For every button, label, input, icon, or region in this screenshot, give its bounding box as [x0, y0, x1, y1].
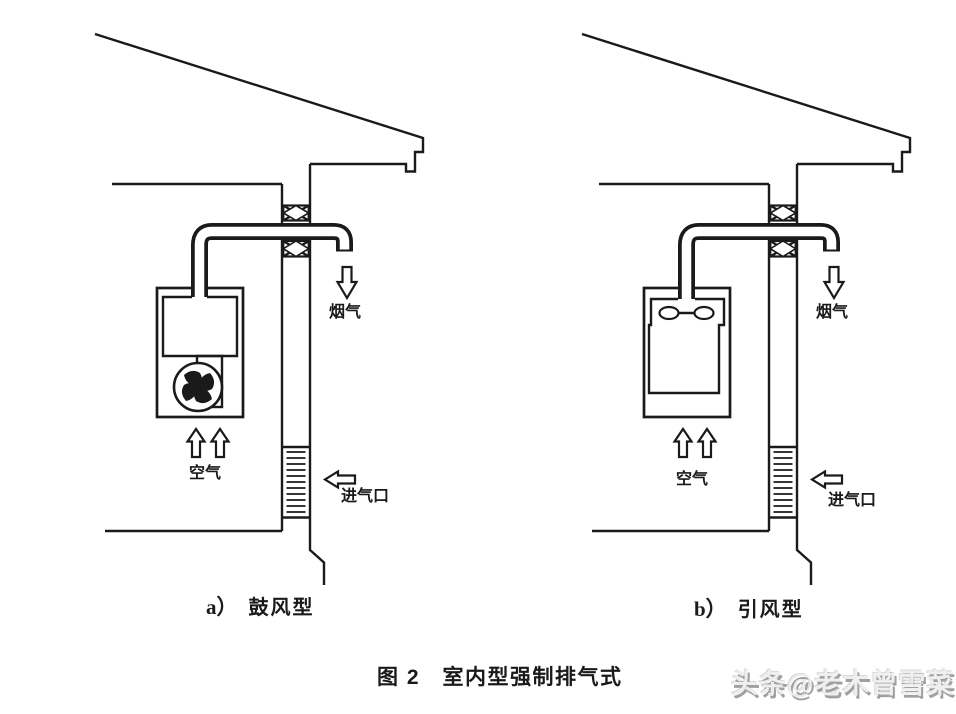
subfigure-b-caption: b） 引风型	[694, 593, 804, 623]
subfigure-b-letter: b）	[694, 597, 727, 621]
combustion-chamber	[161, 295, 239, 358]
heater-casing	[642, 286, 732, 419]
subfigure-a-name: 鼓风型	[248, 597, 315, 619]
subfigure-b-name: 引风型	[737, 599, 804, 621]
air-inlet-label-a: 进气口	[341, 488, 390, 505]
watermark-text: 头条@老木曾雪菜	[731, 669, 955, 699]
subfigure-a-caption: a） 鼓风型	[206, 591, 315, 621]
pinwheel-fan-icon	[181, 370, 215, 404]
flue-gas-label-a: 烟气	[329, 304, 362, 321]
air-label-a: 空气	[189, 465, 222, 482]
subfigure-a-letter: a）	[206, 595, 238, 619]
flue-gas-label-b: 烟气	[816, 304, 849, 321]
water-heater-a-blower-type	[155, 223, 353, 419]
impeller-fan-icon	[658, 305, 680, 321]
figure-title: 图 2 室内型强制排气式	[377, 666, 623, 689]
impeller-fan-icon	[693, 305, 715, 321]
air-inlet-label-b: 进气口	[828, 492, 877, 509]
air-label-b: 空气	[676, 471, 709, 488]
combustion-chamber	[647, 297, 726, 395]
water-heater-b-induced-draft-type	[642, 223, 840, 419]
